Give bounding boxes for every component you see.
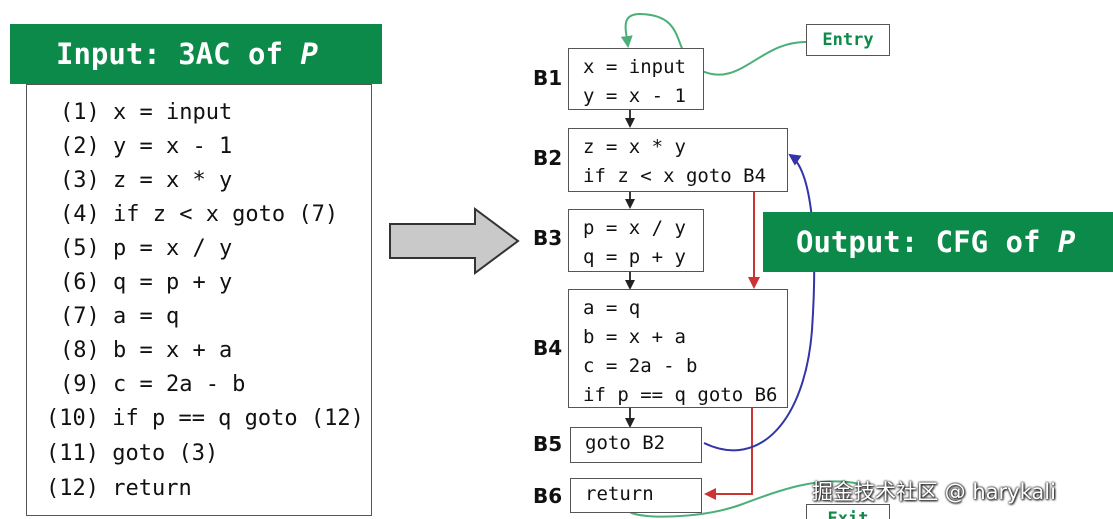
watermark: 掘金技术社区 @ harykali: [812, 480, 1056, 504]
code-line-6: (6) q = p + y: [60, 270, 233, 295]
block-label-b5: B5: [533, 432, 563, 456]
block-b5-line-1: goto B2: [585, 432, 666, 454]
block-b2-line-2: if z < x goto B4: [583, 165, 767, 187]
block-b4: a = q b = x + a c = 2a - b if p == q got…: [568, 289, 788, 408]
edge-b5-b2: [703, 153, 816, 452]
block-b5: goto B2: [570, 427, 702, 463]
code-line-7: (7) a = q: [60, 304, 180, 329]
output-banner-var: P: [1057, 225, 1076, 259]
block-b4-line-2: b = x + a: [583, 326, 686, 348]
input-banner-var: P: [300, 37, 318, 71]
code-line-1: (1) x = input: [60, 100, 233, 125]
block-b1-line-2: y = x - 1: [583, 85, 686, 107]
code-line-10: (10) if p == q goto (12): [46, 406, 364, 431]
block-b4-line-1: a = q: [583, 297, 641, 319]
code-line-9: (9) c = 2a - b: [60, 372, 246, 397]
exit-edge: [629, 480, 861, 518]
code-line-3: (3) z = x * y: [60, 168, 233, 193]
block-b2: z = x * y if z < x goto B4: [568, 128, 788, 192]
block-label-b2: B2: [533, 146, 563, 170]
block-label-b6: B6: [533, 484, 563, 508]
code-line-2: (2) y = x - 1: [60, 134, 233, 159]
block-b3: p = x / y q = p + y: [568, 209, 704, 272]
exit-node: Exit: [806, 504, 890, 519]
block-b1: x = input y = x - 1: [568, 48, 704, 110]
block-b4-line-4: if p == q goto B6: [583, 384, 778, 406]
input-banner: Input: 3AC of P: [10, 24, 382, 84]
block-label-b3: B3: [533, 226, 563, 250]
block-b6-line-1: return: [585, 483, 654, 505]
block-b6: return: [570, 478, 702, 513]
block-b3-line-1: p = x / y: [583, 217, 686, 239]
output-banner-text: Output: CFG of: [796, 225, 1058, 259]
block-b4-line-3: c = 2a - b: [583, 355, 698, 377]
edge-b4-b6: [704, 408, 753, 500]
code-line-11: (11) goto (3): [46, 441, 219, 466]
entry-node: Entry: [806, 24, 890, 56]
block-b3-line-2: q = p + y: [583, 246, 686, 268]
code-line-5: (5) p = x / y: [60, 236, 233, 261]
block-b1-line-1: x = input: [583, 56, 686, 78]
code-line-4: (4) if z < x goto (7): [60, 202, 339, 227]
code-line-12: (12) return: [46, 476, 192, 501]
transform-arrow: [389, 207, 520, 275]
block-b2-line-1: z = x * y: [583, 136, 686, 158]
input-code-box: [26, 84, 372, 516]
output-banner: Output: CFG of P: [763, 212, 1113, 272]
block-label-b1: B1: [533, 66, 563, 90]
input-banner-text: Input: 3AC of: [56, 37, 301, 71]
code-line-8: (8) b = x + a: [60, 338, 233, 363]
block-label-b4: B4: [533, 336, 563, 360]
